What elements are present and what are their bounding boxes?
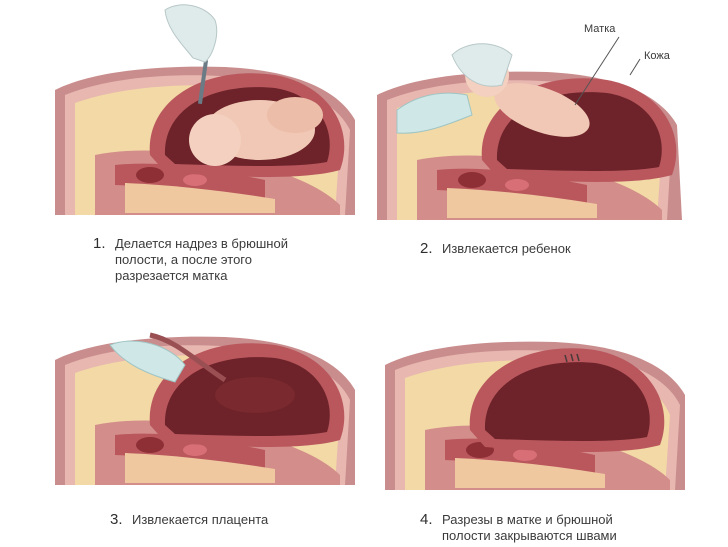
step-2-illustration: Матка Кожа <box>372 15 702 230</box>
caption-line: полости закрываются швами <box>442 528 617 543</box>
suture <box>564 353 580 363</box>
scalpel <box>197 59 209 105</box>
umbilical-cord <box>149 332 227 383</box>
skin-label: Кожа <box>644 50 670 62</box>
placenta <box>215 377 295 413</box>
uterus-label: Матка <box>584 23 616 35</box>
step-number: 1. <box>93 235 106 252</box>
glove-hand <box>164 4 218 63</box>
caption-line: Извлекается ребенок <box>442 241 571 256</box>
skin-pointer <box>629 58 641 76</box>
caption-line: Извлекается плацента <box>132 512 269 527</box>
uterus-pointer <box>574 36 620 106</box>
step-3-illustration <box>55 320 355 485</box>
step-number: 3. <box>110 511 123 528</box>
step-4-illustration <box>385 340 685 490</box>
glove-hand-left <box>396 92 473 134</box>
step-number: 4. <box>420 511 433 528</box>
caption-line: полости, а после этого <box>115 252 252 267</box>
step-number: 2. <box>420 240 433 257</box>
caption-line: Разрезы в матке и брюшной <box>442 512 613 527</box>
baby <box>494 83 590 137</box>
caption-line: Делается надрез в брюшной <box>115 236 288 251</box>
step-1-illustration <box>55 0 355 225</box>
glove-hand <box>109 340 186 383</box>
glove-hand-right <box>451 43 513 87</box>
caption-line: разрезается матка <box>115 268 228 283</box>
